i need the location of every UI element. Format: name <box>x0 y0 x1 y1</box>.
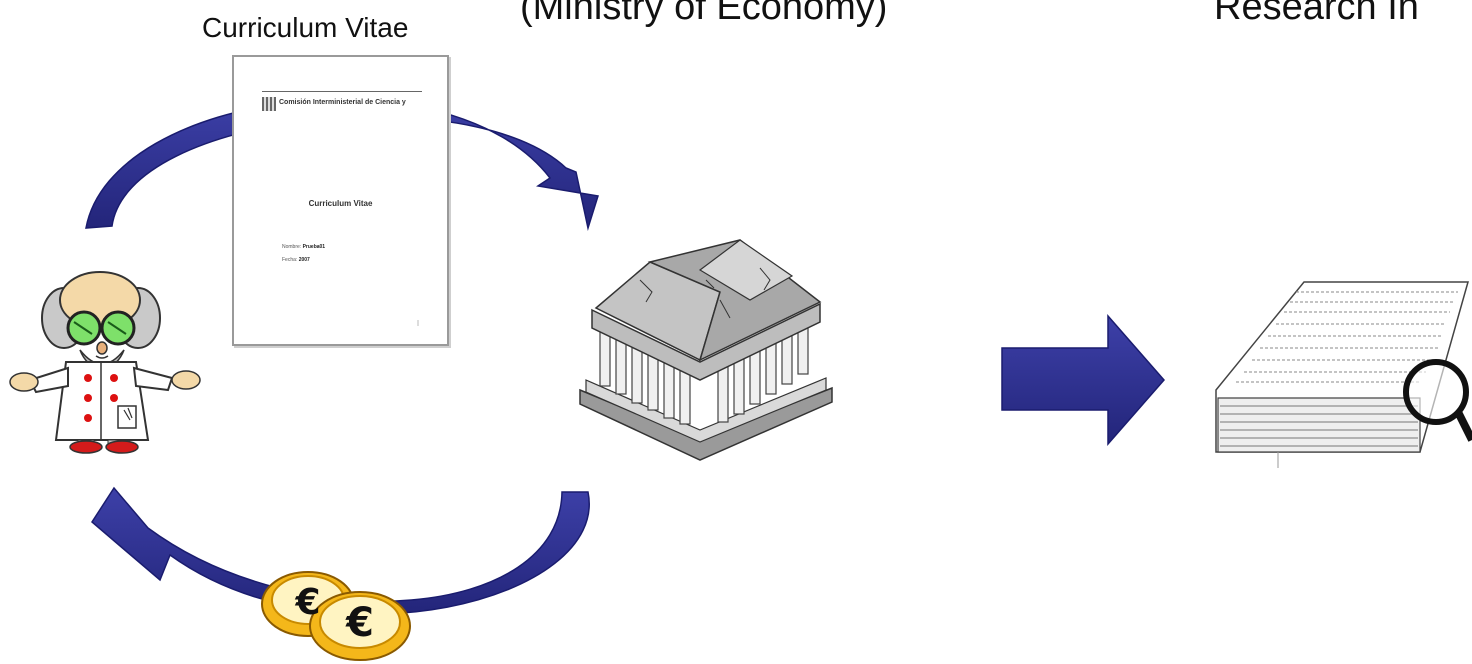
cv-name-line: Nombre: Prueba01 <box>282 244 325 250</box>
research-label: Research In <box>1214 0 1419 28</box>
coins-icon: € € <box>261 571 411 661</box>
cv-document: Comisión Interministerial de Ciencia y C… <box>232 55 449 346</box>
cv-header-rule <box>262 91 422 92</box>
cv-title: Curriculum Vitae <box>308 199 373 208</box>
ministry-building-icon <box>579 239 833 461</box>
cv-date-label: Fecha: <box>282 257 298 263</box>
crest-icon <box>262 97 276 111</box>
euro-symbol-1: € <box>294 582 320 623</box>
cv-organization: Comisión Interministerial de Ciencia y <box>279 99 406 106</box>
output-arrow <box>1001 314 1165 446</box>
submit-cv-arrow <box>85 98 599 231</box>
cv-label: Curriculum Vitae <box>202 12 409 43</box>
cv-date-value: 2007 <box>298 257 310 263</box>
research-papers-icon <box>1215 281 1469 468</box>
scientist-icon <box>9 271 201 454</box>
ministry-label: (Ministry of Economy) <box>520 0 888 28</box>
cv-name-value: Prueba01 <box>302 244 326 250</box>
cv-name-label: Nombre: <box>282 244 302 250</box>
page-mark <box>417 320 419 326</box>
magnifier-icon <box>1403 359 1472 442</box>
funding-arrow <box>91 486 590 615</box>
cv-date-line: Fecha: 2007 <box>282 257 310 263</box>
euro-symbol-2: € <box>345 600 374 646</box>
